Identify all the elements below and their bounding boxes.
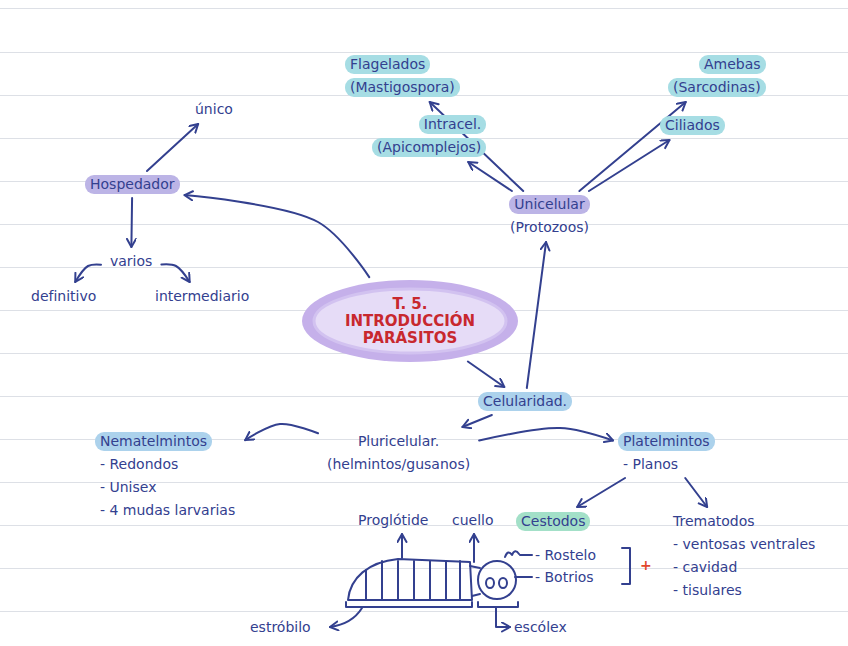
leader-line xyxy=(520,554,532,556)
node-heading: intermediario xyxy=(150,287,254,306)
connector-arrow xyxy=(75,265,101,282)
sucker xyxy=(486,578,494,588)
node-detail: - Unisex xyxy=(95,478,161,497)
node-heading: Ciliados xyxy=(660,116,725,135)
node-heading: definitivo xyxy=(26,287,101,306)
leaf-node: intermediario xyxy=(150,287,254,306)
connector-arrow xyxy=(245,424,318,440)
part-label: cuello xyxy=(452,512,494,529)
part-label: - Rostelo xyxy=(535,547,596,564)
segment-line xyxy=(459,561,461,600)
plus-mark: + xyxy=(640,557,652,574)
node-heading: Intracel. xyxy=(419,115,486,134)
part-label: - Botrios xyxy=(535,569,594,586)
leaf-node: único xyxy=(190,100,238,119)
leaf-node: definitivo xyxy=(26,287,101,306)
proglottid-segments xyxy=(366,561,460,600)
category-node: Intracel. (Apicomplejos) xyxy=(372,115,486,157)
leader-arrow xyxy=(330,608,362,627)
node-heading: único xyxy=(190,100,238,119)
leader-arrow xyxy=(473,534,475,562)
connector-arrow xyxy=(527,242,546,388)
connector-arrow xyxy=(462,415,491,427)
title-ellipse: T. 5. INTRODUCCIÓN PARÁSITOS xyxy=(300,278,520,364)
node-heading: T. 5. INTRODUCCIÓN PARÁSITOS xyxy=(325,295,495,348)
node-heading: Trematodos xyxy=(668,512,760,531)
connector-arrow xyxy=(161,264,189,282)
node-detail: (Protozoos) xyxy=(505,218,594,237)
connector-arrow xyxy=(685,478,707,507)
category-node: Cestodos xyxy=(516,512,590,531)
part-label: estróbilo xyxy=(250,619,311,636)
node-detail: - Planos xyxy=(618,455,683,474)
connector-arrow xyxy=(468,361,504,387)
node-heading: Pluricelular. xyxy=(353,432,444,451)
node-heading: Cestodos xyxy=(516,512,590,531)
connector-arrow xyxy=(185,195,370,277)
connector-arrow xyxy=(577,478,625,507)
connector-arrow xyxy=(479,428,613,441)
node-detail: - 4 mudas larvarias xyxy=(95,501,240,520)
scolex-bracket xyxy=(478,602,518,607)
node-detail: - cavidad xyxy=(668,558,742,577)
category-node: Nematelmintos - Redondos - Unisex - 4 mudas… xyxy=(95,432,240,520)
concept-node: varios xyxy=(105,252,157,271)
concept-node: Unicelular (Protozoos) xyxy=(505,195,594,237)
node-heading: Flagelados xyxy=(345,55,430,74)
segment-line xyxy=(397,561,399,600)
node-heading: Unicelular xyxy=(509,195,589,214)
segment-line xyxy=(365,570,367,600)
category-node: Trematodos - ventosas ventrales - cavidad -… xyxy=(668,512,820,600)
leader-arrow xyxy=(496,608,510,627)
strobila-bracket xyxy=(346,602,472,607)
node-heading: Platelmintos xyxy=(618,432,715,451)
node-detail: (Mastigospora) xyxy=(345,78,460,97)
category-node: Ciliados xyxy=(660,116,725,135)
concept-node: Celularidad. xyxy=(478,392,572,411)
leader-line xyxy=(515,576,532,578)
node-heading: Celularidad. xyxy=(478,392,572,411)
node-heading: Amebas xyxy=(699,55,766,74)
category-node: Platelmintos - Planos xyxy=(618,432,715,474)
node-detail: - Redondos xyxy=(95,455,183,474)
part-label: escólex xyxy=(514,619,567,636)
sucker xyxy=(499,578,507,588)
strobila-outline xyxy=(348,559,472,600)
node-detail: - tisulares xyxy=(668,581,747,600)
category-node: Flagelados (Mastigospora) xyxy=(345,55,460,97)
node-heading: Nematelmintos xyxy=(95,432,212,451)
part-label: Proglótide xyxy=(358,512,428,529)
node-detail: (Apicomplejos) xyxy=(372,138,486,157)
segment-line xyxy=(429,561,431,600)
node-detail: (Sarcodinas) xyxy=(668,78,766,97)
leader-arrow xyxy=(401,534,403,558)
concept-node: Pluricelular. (helmintos/gusanos) xyxy=(322,432,475,474)
rostellum-hooks xyxy=(505,551,519,557)
connector-arrow xyxy=(147,124,198,171)
node-heading: Hospedador xyxy=(85,175,180,194)
segment-line xyxy=(413,561,415,600)
segment-line xyxy=(381,561,383,600)
node-detail: - ventosas ventrales xyxy=(668,535,820,554)
connector-arrow xyxy=(130,198,133,247)
bracket xyxy=(622,548,630,584)
segment-line xyxy=(445,561,447,600)
category-node: Amebas (Sarcodinas) xyxy=(668,55,766,97)
connector-arrow xyxy=(468,162,512,191)
scolex xyxy=(478,561,516,599)
node-detail: (helmintos/gusanos) xyxy=(322,455,475,474)
connector-arrow xyxy=(589,140,670,191)
node-heading: varios xyxy=(105,252,157,271)
concept-node: Hospedador xyxy=(85,175,180,194)
